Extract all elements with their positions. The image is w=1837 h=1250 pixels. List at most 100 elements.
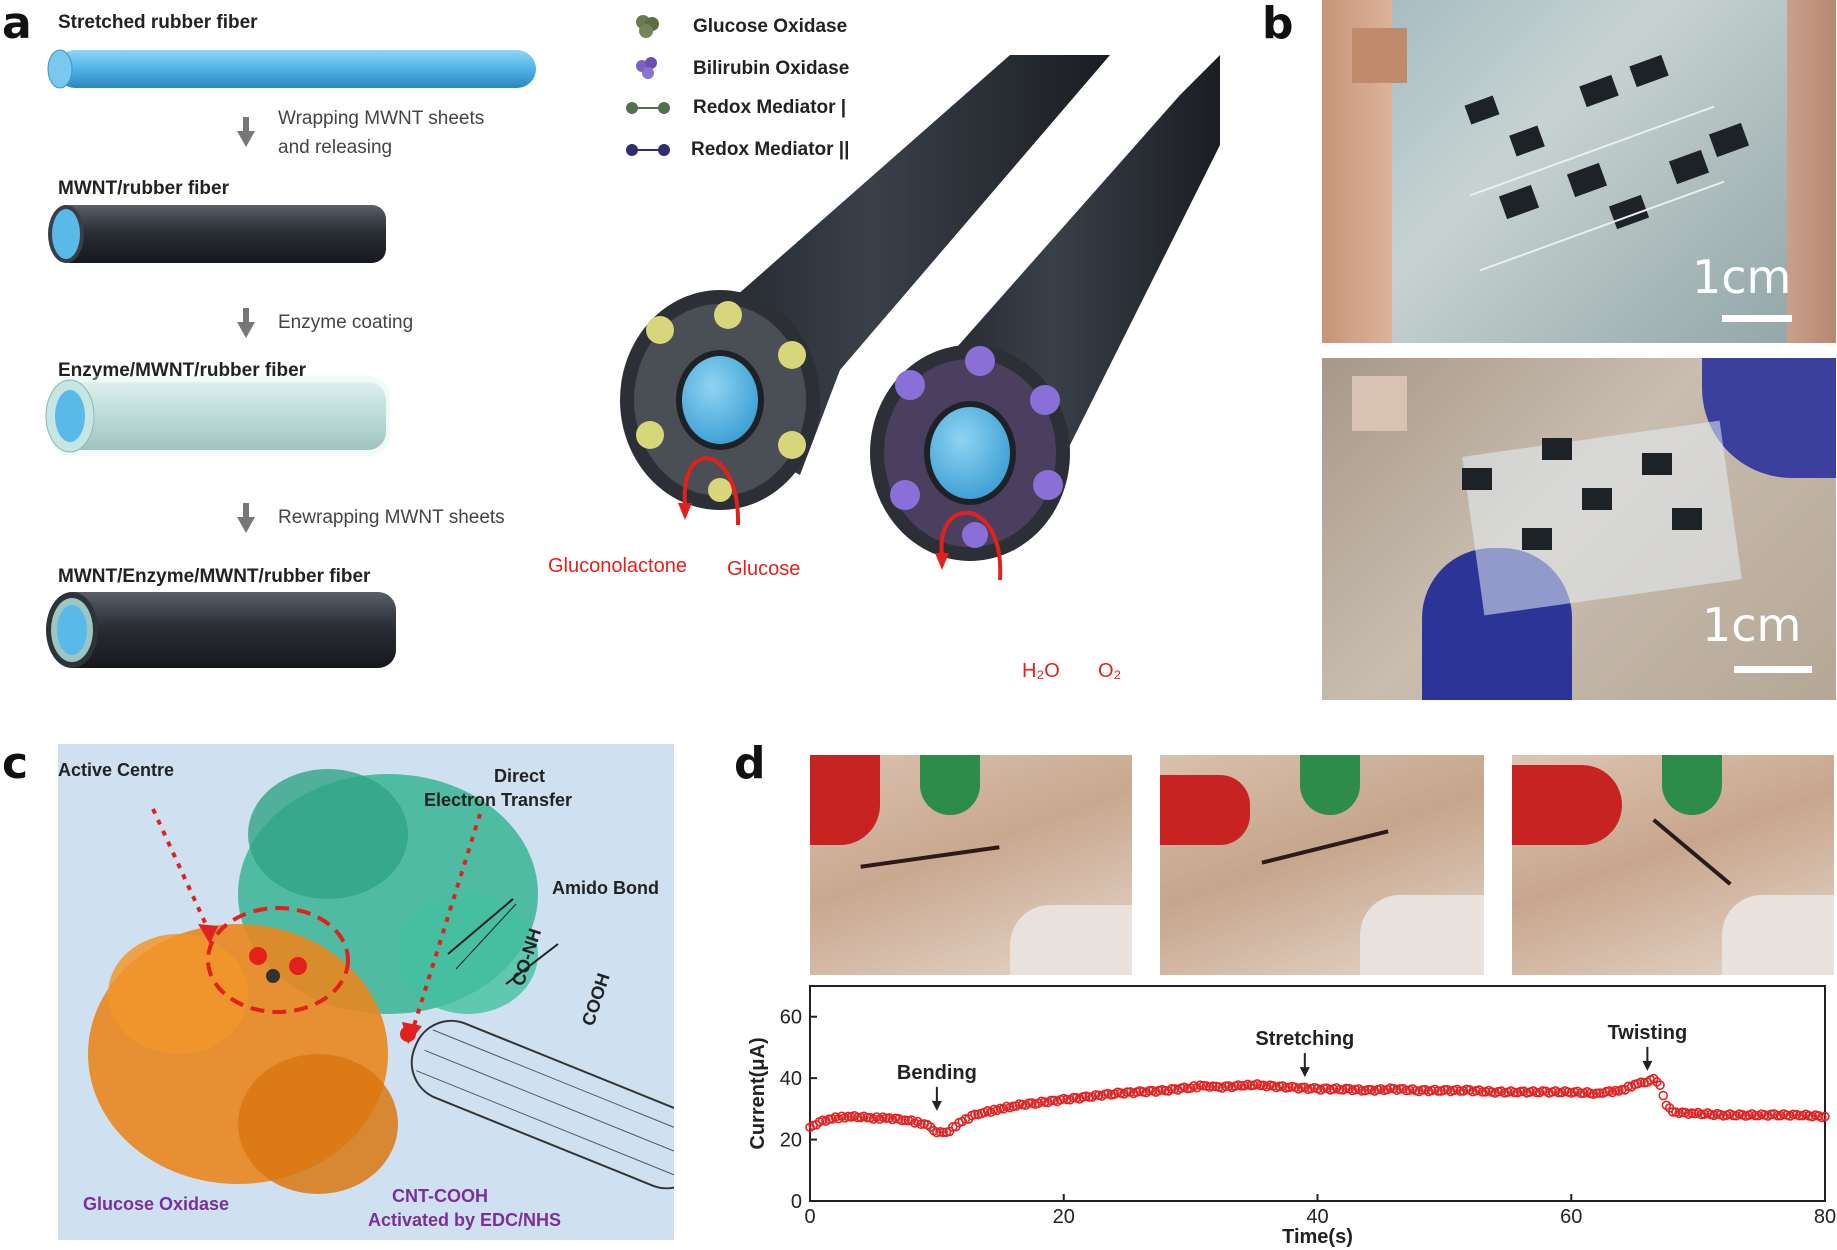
legend-redox-mediator-1: Redox Mediator | bbox=[693, 97, 847, 118]
y-axis-label: Current(μA) bbox=[747, 1037, 769, 1149]
process-label-release: and releasing bbox=[278, 137, 393, 158]
data-point bbox=[1122, 1087, 1132, 1097]
label-active-centre: Active Centre bbox=[58, 760, 175, 780]
x-tick-label: 80 bbox=[1814, 1206, 1836, 1228]
data-point bbox=[1439, 1085, 1450, 1095]
enzyme-mwnt-rubber-fiber bbox=[45, 376, 390, 456]
data-point bbox=[881, 1113, 891, 1124]
step-label-3: Enzyme/MWNT/rubber fiber bbox=[58, 360, 307, 381]
cathode-reaction-arrow bbox=[939, 510, 1003, 581]
panel-label-c: c bbox=[2, 738, 29, 789]
y-tick-label: 0 bbox=[791, 1191, 802, 1213]
legend-glucose-oxidase: Glucose Oxidase bbox=[693, 16, 848, 37]
substrate-glucose: Glucose bbox=[727, 558, 801, 580]
data-point bbox=[1728, 1110, 1738, 1121]
data-point bbox=[1246, 1080, 1256, 1091]
mwnt-enzyme-mwnt-rubber-fiber bbox=[46, 592, 396, 668]
product-gluconolactone: Gluconolactone bbox=[548, 555, 687, 577]
data-point bbox=[1220, 1081, 1231, 1091]
data-point bbox=[1334, 1084, 1345, 1095]
biofuel-cell-fibers-illustration bbox=[620, 55, 1220, 581]
data-point bbox=[1433, 1086, 1443, 1096]
data-point bbox=[1341, 1083, 1351, 1094]
photo-device-skin-bottom: 1cm bbox=[1322, 358, 1836, 700]
data-point bbox=[1417, 1085, 1427, 1095]
data-point bbox=[916, 1119, 926, 1130]
data-point bbox=[1296, 1082, 1307, 1093]
x-tick-label: 20 bbox=[1053, 1206, 1075, 1228]
x-tick-label: 0 bbox=[804, 1206, 815, 1228]
data-point bbox=[1208, 1081, 1218, 1091]
data-point bbox=[1395, 1084, 1405, 1094]
x-tick-label: 60 bbox=[1560, 1206, 1582, 1228]
scale-bar-top bbox=[1722, 315, 1792, 322]
step-label-1: Stretched rubber fiber bbox=[58, 12, 258, 33]
data-point bbox=[1144, 1085, 1155, 1096]
scale-bar-bottom bbox=[1734, 666, 1812, 673]
data-point bbox=[1236, 1081, 1247, 1091]
redox-mediator-2-icon bbox=[626, 144, 670, 156]
data-point bbox=[1696, 1109, 1707, 1120]
data-point bbox=[1068, 1092, 1079, 1103]
data-point bbox=[1255, 1080, 1266, 1091]
panel-label-d: d bbox=[734, 738, 766, 789]
annotation-label: Stretching bbox=[1255, 1028, 1354, 1050]
data-point bbox=[1090, 1090, 1101, 1100]
data-point bbox=[938, 1127, 949, 1138]
data-point bbox=[1531, 1087, 1542, 1098]
label-glucose-oxidase: Glucose Oxidase bbox=[83, 1194, 230, 1214]
data-point bbox=[970, 1109, 980, 1120]
label-cnt-cooh: CNT-COOH bbox=[392, 1186, 488, 1206]
anode-reaction-arrow bbox=[682, 456, 741, 526]
legend-bilirubin-oxidase: Bilirubin Oxidase bbox=[693, 58, 850, 79]
data-point bbox=[1319, 1083, 1329, 1094]
data-point bbox=[897, 1115, 907, 1126]
product-water: H₂O bbox=[1022, 660, 1060, 682]
data-point bbox=[1515, 1086, 1526, 1097]
data-point bbox=[1357, 1085, 1367, 1096]
annotation-label: Twisting bbox=[1608, 1022, 1688, 1044]
data-point bbox=[1046, 1095, 1056, 1106]
data-point bbox=[1553, 1087, 1564, 1098]
photo-rat-bending bbox=[810, 755, 1132, 975]
arrow-down-icon bbox=[237, 503, 255, 533]
data-point bbox=[1766, 1109, 1776, 1120]
data-point bbox=[1655, 1080, 1665, 1090]
data-point bbox=[1274, 1081, 1285, 1092]
protein-cnt-illustration bbox=[88, 769, 674, 1194]
label-activated-by-edc-nhs: Activated by EDC/NHS bbox=[368, 1210, 562, 1230]
data-point bbox=[1575, 1088, 1586, 1099]
process-label-rewrap: Rewrapping MWNT sheets bbox=[278, 507, 505, 528]
data-point bbox=[852, 1112, 863, 1123]
data-point bbox=[1166, 1084, 1177, 1094]
annotation-arrowhead bbox=[931, 1100, 942, 1111]
anode-fiber bbox=[620, 55, 1110, 510]
data-point bbox=[1455, 1086, 1466, 1096]
legend-redox-mediator-2: Redox Mediator || bbox=[691, 139, 850, 160]
annotation-arrowhead bbox=[1299, 1067, 1310, 1078]
data-point bbox=[1160, 1085, 1171, 1096]
cathode-fiber bbox=[870, 55, 1220, 561]
data-point bbox=[1772, 1110, 1783, 1121]
label-amido-bond: Amido Bond bbox=[552, 878, 659, 898]
x-tick-label: 40 bbox=[1306, 1206, 1328, 1228]
data-point bbox=[1750, 1110, 1761, 1121]
process-label-coating: Enzyme coating bbox=[278, 312, 414, 333]
redox-mediator-1-icon bbox=[626, 102, 670, 114]
panel-label-a: a bbox=[2, 0, 32, 49]
data-point bbox=[1024, 1098, 1034, 1108]
data-point bbox=[1084, 1092, 1094, 1102]
glucose-oxidase-icon bbox=[636, 15, 659, 38]
photo-rat-stretching bbox=[1160, 755, 1484, 975]
data-point bbox=[1477, 1087, 1488, 1097]
data-point bbox=[1594, 1088, 1605, 1098]
annotation-label: Bending bbox=[897, 1062, 977, 1084]
label-electron-transfer: Electron Transfer bbox=[424, 790, 573, 810]
data-point bbox=[824, 1114, 834, 1125]
data-point bbox=[947, 1122, 958, 1132]
data-point bbox=[1677, 1107, 1688, 1118]
annotation-arrowhead bbox=[1642, 1060, 1653, 1071]
stretched-rubber-fiber bbox=[47, 49, 536, 89]
mwnt-rubber-fiber bbox=[48, 205, 386, 263]
